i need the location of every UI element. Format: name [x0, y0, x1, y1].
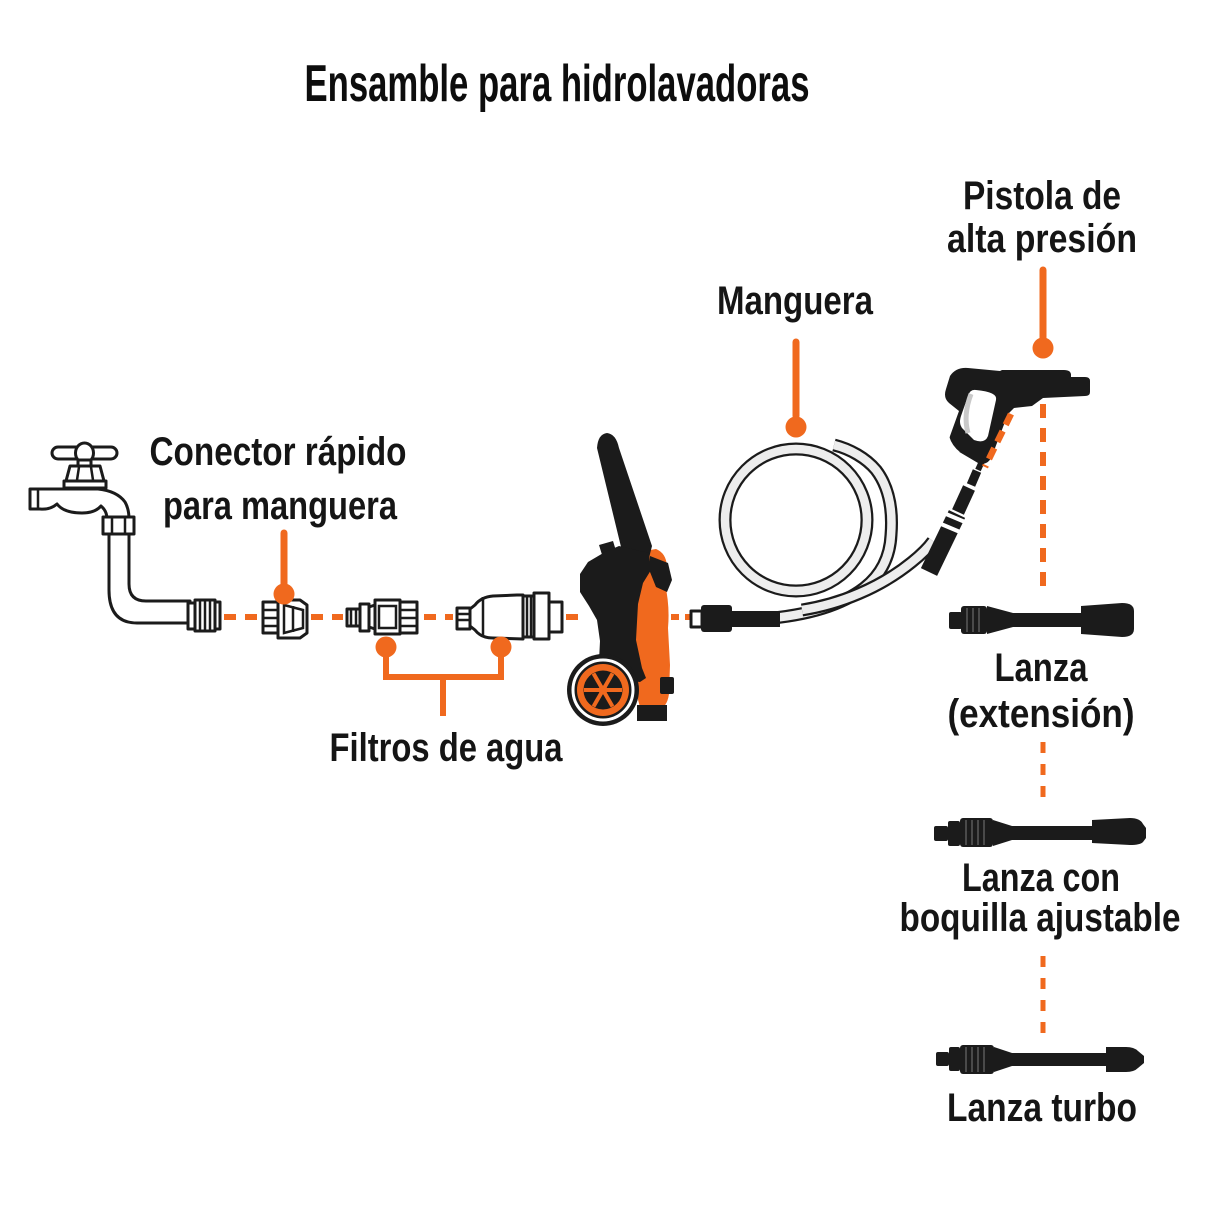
- label-pistola-line2: alta presión: [947, 217, 1137, 261]
- label-lanza-extension-line2: (extensión): [948, 692, 1135, 736]
- lance-adjustable-illustration: [934, 818, 1146, 847]
- pressure-washer-illustration: [567, 433, 674, 726]
- page-title: Ensamble para hidrolavadoras: [305, 55, 810, 113]
- hose-gun-fitting: [920, 457, 986, 576]
- lance-extension-illustration: [949, 603, 1134, 637]
- lance-turbo-illustration: [936, 1045, 1144, 1074]
- quick-connector-illustration: [261, 598, 309, 640]
- callout-pistola: [1032, 266, 1054, 359]
- water-filter-bottle-illustration: [455, 591, 564, 641]
- callout-filtros: [375, 636, 512, 716]
- faucet-illustration: [28, 441, 222, 633]
- label-conector-line1: Conector rápido: [150, 430, 407, 474]
- label-lanza-boquilla-line2: boquilla ajustable: [900, 896, 1181, 940]
- label-lanza-boquilla-line1: Lanza con: [962, 856, 1120, 900]
- label-lanza-extension-line1: Lanza: [995, 646, 1089, 690]
- label-manguera: Manguera: [717, 279, 874, 323]
- dashed-connection-line-vertical: [982, 404, 1046, 1034]
- label-pistola-line1: Pistola de: [963, 174, 1121, 218]
- wheel-icon: [567, 654, 639, 726]
- label-filtros: Filtros de agua: [330, 726, 564, 770]
- label-lanza-turbo: Lanza turbo: [947, 1086, 1137, 1130]
- water-filter-inline-illustration: [345, 598, 419, 636]
- callout-manguera: [785, 338, 807, 438]
- hose-illustration: [689, 438, 986, 632]
- label-conector-line2: para manguera: [163, 484, 398, 528]
- hose-machine-connector: [689, 605, 780, 632]
- callout-conector: [273, 529, 295, 605]
- spray-gun-illustration: [945, 367, 1090, 464]
